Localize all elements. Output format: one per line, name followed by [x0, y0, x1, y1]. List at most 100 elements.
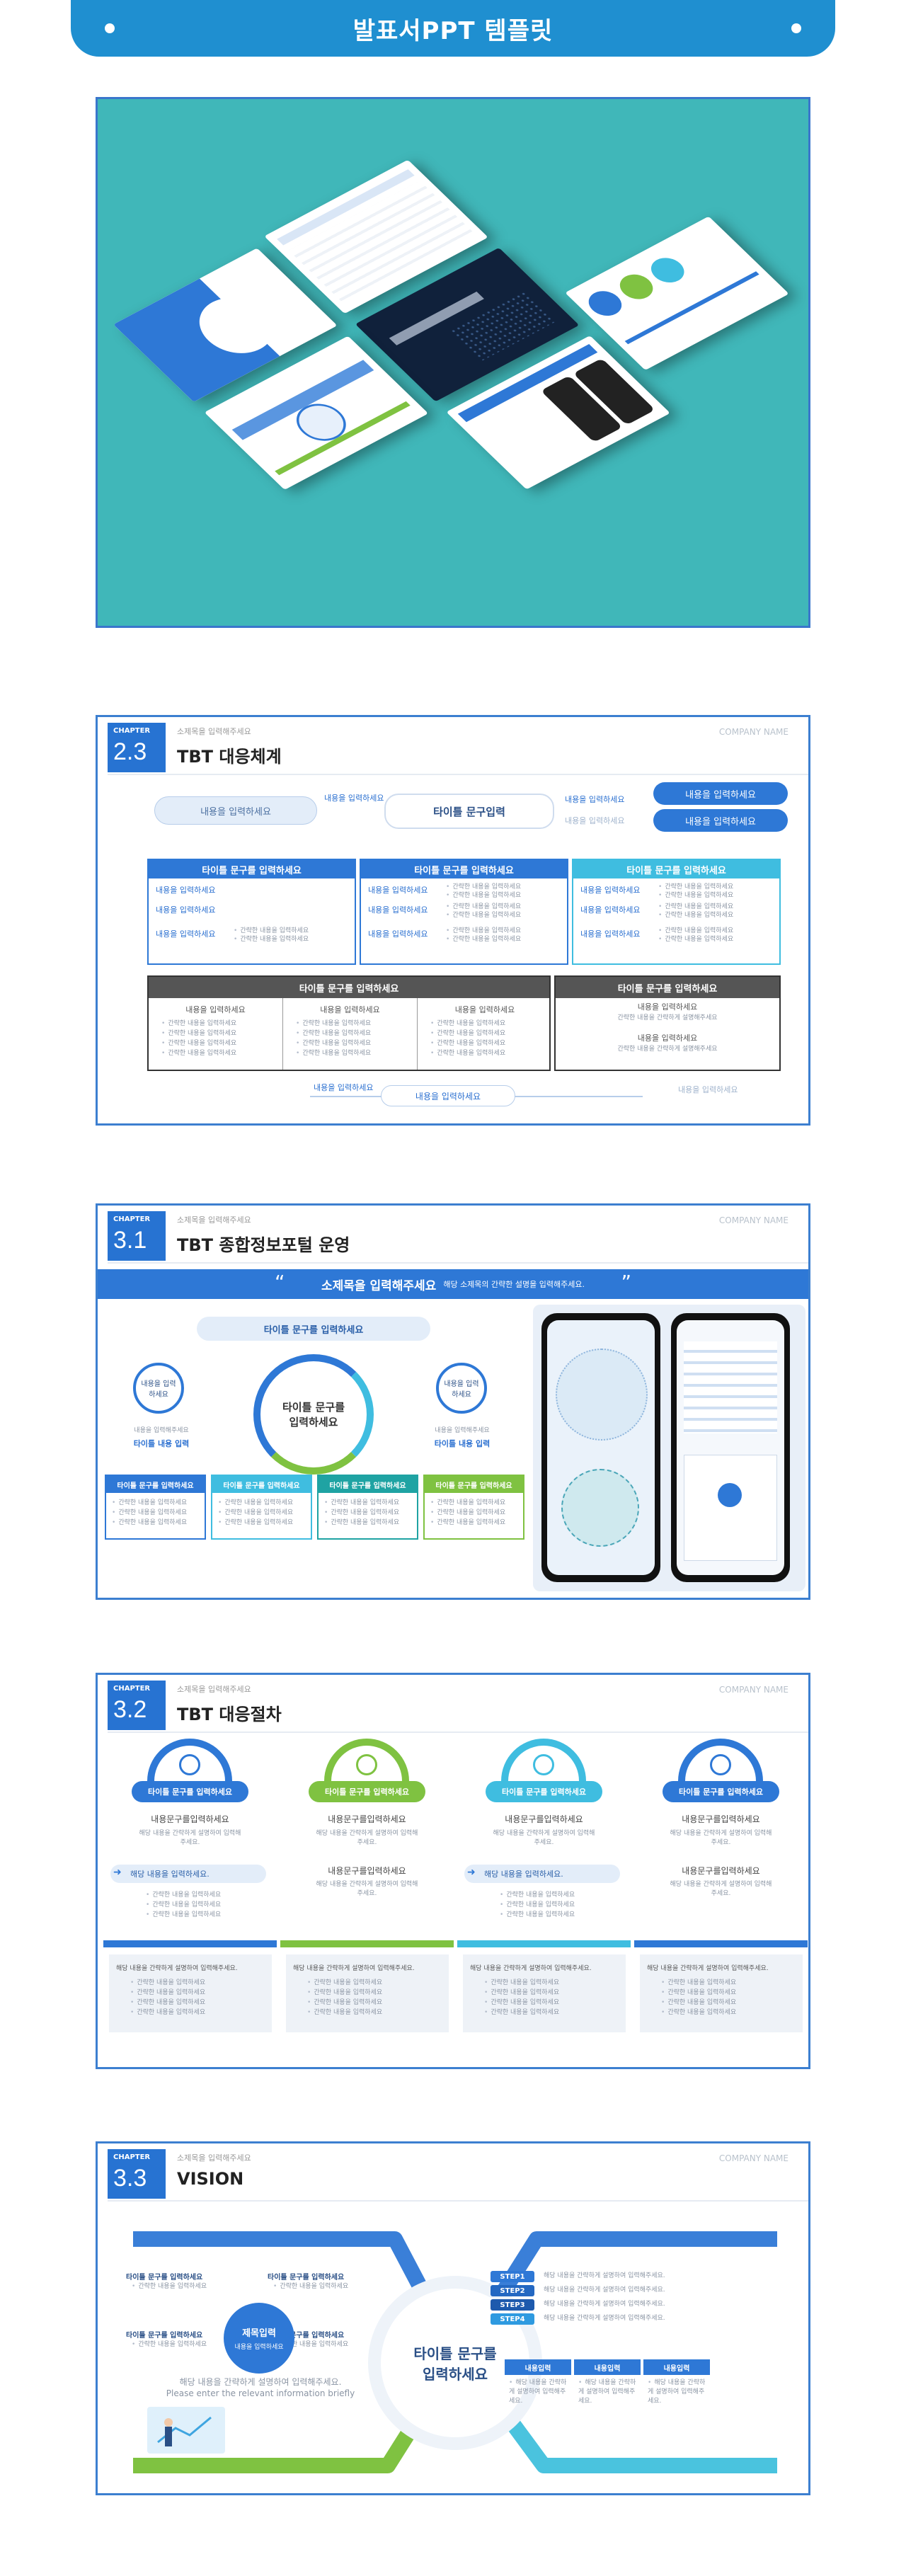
- process-bottom-detail: 간략한 내용을 입력하세요: [661, 1998, 736, 2008]
- process-highlight: 해당 내용을 입력하세요.: [110, 1865, 266, 1883]
- phone-1: [541, 1313, 660, 1582]
- process-bottom-box: 해당 내용을 간략하게 설명하여 입력해주세요.간략한 내용을 입력하세요간략한…: [463, 1954, 626, 2032]
- slide-subtitle: 소제목을 입력해주세요: [177, 727, 251, 736]
- column-header: 타이틀 문구를 입력하세요: [573, 860, 779, 878]
- search-icon-glyph: [356, 1754, 377, 1775]
- banner-title: 발표서PPT 템플릿: [352, 16, 554, 45]
- step-badge: STEP1: [491, 2271, 534, 2282]
- bottom-label-1: 내용을 입력하세요: [314, 1083, 374, 1092]
- process-bottom-text: 해당 내용을 간략하게 설명하여 입력해주세요.: [116, 1965, 238, 1972]
- process-header: 타이틀 문구를 입력하세요: [132, 1781, 248, 1802]
- process-desc: 해당 내용을 간략하게 설명하여 입력해주세요.: [316, 1881, 418, 1897]
- process-bottom-detail: 간략한 내용을 입력하세요: [307, 1998, 382, 2008]
- bottom-label-3: 내용을 입력하세요: [678, 1085, 738, 1094]
- process-line: 내용문구를입력하세요: [505, 1814, 583, 1824]
- column-content: 내용을 입력하세요: [156, 905, 216, 915]
- process-detail: 간략한 내용을 입력하세요: [500, 1901, 575, 1910]
- table-detail: 간략한 내용을 입력하세요: [161, 1019, 236, 1029]
- table-detail: 간략한 내용을 입력하세요: [296, 1039, 371, 1048]
- quote-bar: “ 소제목을 입력해주세요 해당 소제목의 간략한 설명을 입력해주세요. ”: [98, 1269, 808, 1299]
- column-detail: 간략한 내용을 입력하세요: [658, 935, 733, 944]
- left-title: 타이틀 내용 입력: [133, 1439, 190, 1448]
- quote-main: 소제목을 입력해주세요: [321, 1278, 437, 1293]
- table-detail: 간략한 내용을 입력하세요: [296, 1049, 371, 1058]
- vision-item-title: 타이틀 문구를 입력하세요: [126, 2332, 203, 2340]
- header-banner: 발표서PPT 템플릿: [71, 0, 835, 57]
- column-detail: 간략한 내용을 입력하세요: [658, 891, 733, 900]
- table-head: 내용입력: [643, 2359, 710, 2375]
- slide-title: TBT 대응체계: [177, 747, 282, 767]
- info-box-detail: 간략한 내용을 입력하세요: [324, 1499, 399, 1508]
- step-badge: STEP3: [491, 2299, 534, 2311]
- table-detail: 간략한 내용을 입력하세요: [430, 1029, 505, 1038]
- process-bar: [280, 1940, 454, 1947]
- left-desc: 해당 내용을 간략하게 설명하여 입력해주세요.: [179, 2377, 342, 2387]
- vision-item-detail: 간략한 내용을 입력하세요: [273, 2282, 348, 2291]
- process-bottom-text: 해당 내용을 간략하게 설명하여 입력해주세요.: [470, 1965, 592, 1972]
- process-bottom-text: 해당 내용을 간략하게 설명하여 입력해주세요.: [293, 1965, 415, 1972]
- table-detail: 간략한 내용을 입력하세요: [430, 1019, 505, 1029]
- process-desc: 해당 내용을 간략하게 설명하여 입력해주세요.: [670, 1881, 772, 1897]
- info-box-header: 타이틀 문구를 입력하세요: [319, 1476, 417, 1493]
- process-desc: 해당 내용을 간략하게 설명하여 입력해주세요.: [493, 1830, 595, 1846]
- process-detail: 간략한 내용을 입력하세요: [146, 1911, 221, 1920]
- company-name: COMPANY NAME: [718, 2153, 789, 2163]
- step-text: 해당 내용을 간략하게 설명하여 입력해주세요.: [544, 2286, 665, 2294]
- chapter-label: CHAPTER: [113, 727, 151, 735]
- table-cell: 해당 내용을 간략하게 설명하여 입력해주세요.: [643, 2378, 710, 2406]
- table-right-header: 타이틀 문구를 입력하세요: [556, 977, 779, 998]
- process-header: 타이틀 문구를 입력하세요: [309, 1781, 425, 1802]
- right-circle: 내용을 입력하세요: [436, 1363, 487, 1414]
- table-right-content-2: 내용을 입력하세요: [637, 1034, 698, 1043]
- slide-title: VISION: [177, 2169, 244, 2189]
- process-bar: [103, 1940, 277, 1947]
- header-divider: [108, 1731, 808, 1733]
- top-pill: 타이틀 문구를 입력하세요: [197, 1317, 430, 1341]
- process-bottom-detail: 간략한 내용을 입력하세요: [484, 1998, 559, 2008]
- column-detail: 간략한 내용을 입력하세요: [446, 927, 521, 936]
- process-bottom-detail: 간략한 내용을 입력하세요: [307, 1988, 382, 1998]
- input-pill-left: 내용을 입력하세요: [154, 796, 317, 825]
- column-content: 내용을 입력하세요: [580, 929, 641, 939]
- process-bottom-box: 해당 내용을 간략하게 설명하여 입력해주세요.간략한 내용을 입력하세요간략한…: [109, 1954, 272, 2032]
- mid-label: 내용을 입력하세요: [565, 816, 625, 825]
- process-line: 내용문구를입력하세요: [151, 1814, 229, 1824]
- info-box-detail: 간략한 내용을 입력하세요: [430, 1518, 505, 1528]
- process-bottom-detail: 간략한 내용을 입력하세요: [484, 1979, 559, 1988]
- left-circle: 제목입력 내용을 입력하세요: [224, 2303, 294, 2374]
- process-bottom-detail: 간략한 내용을 입력하세요: [484, 1988, 559, 1998]
- left-circle: 내용을 입력하세요: [133, 1363, 184, 1414]
- process-bottom-text: 해당 내용을 간략하게 설명하여 입력해주세요.: [647, 1965, 769, 1972]
- table-detail: 간략한 내용을 입력하세요: [430, 1039, 505, 1048]
- process-detail: 간략한 내용을 입력하세요: [500, 1891, 575, 1900]
- banner-dot-right: [791, 23, 801, 33]
- process-line: 내용문구를입력하세요: [682, 1866, 760, 1876]
- column-content: 내용을 입력하세요: [580, 886, 641, 895]
- chapter-label: CHAPTER: [113, 2153, 151, 2161]
- column-content: 내용을 입력하세요: [156, 886, 216, 895]
- info-box-header: 타이틀 문구를 입력하세요: [425, 1476, 523, 1493]
- process-line: 내용문구를입력하세요: [682, 1814, 760, 1824]
- table-detail: 간략한 내용을 입력하세요: [161, 1029, 236, 1038]
- process-bottom-detail: 간략한 내용을 입력하세요: [130, 1979, 205, 1988]
- process-bar: [634, 1940, 808, 1947]
- column-detail: 간략한 내용을 입력하세요: [446, 883, 521, 892]
- process-bottom-box: 해당 내용을 간략하게 설명하여 입력해주세요.간략한 내용을 입력하세요간략한…: [640, 1954, 803, 2032]
- person-illustration: [147, 2407, 225, 2454]
- process-line: 내용문구를입력하세요: [328, 1866, 406, 1876]
- step-text: 해당 내용을 간략하게 설명하여 입력해주세요.: [544, 2301, 665, 2308]
- vision-item-detail: 간략한 내용을 입력하세요: [273, 2340, 348, 2349]
- info-box-detail: 간략한 내용을 입력하세요: [218, 1509, 293, 1518]
- step-text: 해당 내용을 간략하게 설명하여 입력해주세요.: [544, 2272, 665, 2279]
- process-bottom-detail: 간략한 내용을 입력하세요: [307, 2008, 382, 2017]
